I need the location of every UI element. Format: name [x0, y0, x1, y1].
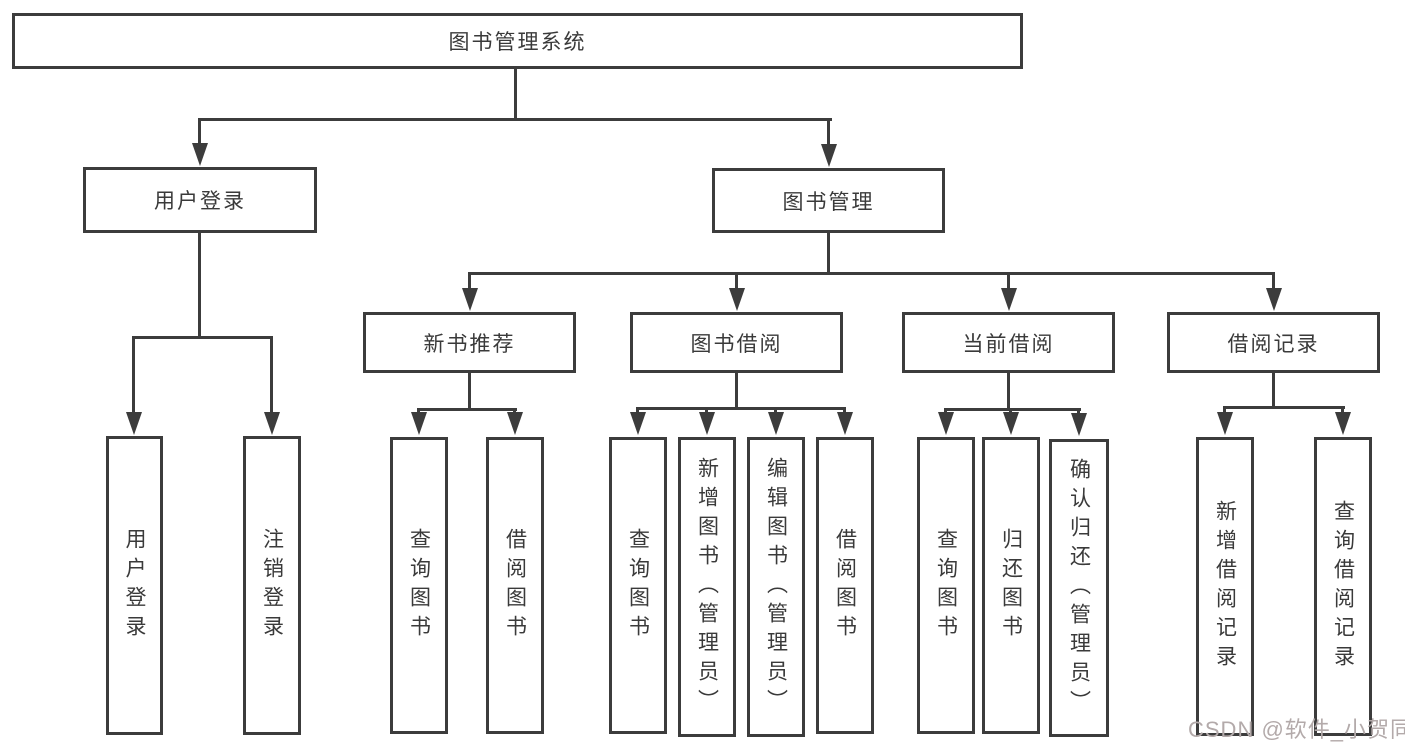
connector-arrowhead-icon	[1335, 412, 1351, 435]
connector-arrowhead-icon	[630, 412, 646, 435]
leaf-query-books-borrow: 查询图书	[609, 437, 667, 734]
connector-line	[270, 336, 273, 413]
connector-line	[827, 233, 830, 274]
node-label: 图书管理系统	[448, 31, 587, 54]
connector-line	[514, 69, 517, 120]
connector-arrowhead-icon	[1071, 413, 1087, 436]
connector-line	[1272, 272, 1275, 290]
connector-line	[1223, 406, 1345, 409]
leaf-label: 用户登录	[123, 527, 146, 644]
connector-arrowhead-icon	[1266, 288, 1282, 311]
connector-line	[1077, 408, 1080, 414]
connector-arrowhead-icon	[938, 412, 954, 435]
connector-line	[132, 336, 273, 339]
connector-line	[705, 407, 708, 414]
node-label: 图书管理	[782, 190, 875, 214]
leaf-query-books-current: 查询图书	[917, 437, 975, 734]
leaf-logout: 注销登录	[243, 436, 301, 735]
connector-line	[513, 408, 516, 414]
leaf-borrow-books-recommend: 借阅图书	[486, 437, 544, 734]
leaf-borrow-books: 借阅图书	[816, 437, 874, 734]
node-new-book-recommendation: 新书推荐	[363, 312, 576, 373]
leaf-add-book-admin: 新增图书（管理员）	[678, 437, 736, 737]
connector-line	[1272, 373, 1275, 408]
connector-line	[843, 407, 846, 414]
connector-line	[417, 408, 420, 414]
leaf-query-books-recommend: 查询图书	[390, 437, 448, 734]
connector-line	[735, 373, 738, 409]
connector-line	[468, 272, 471, 290]
leaf-label: 编辑图书（管理员）	[764, 456, 788, 718]
watermark: CSDN @软件_小贺同学	[1188, 717, 1405, 742]
connector-arrowhead-icon	[264, 412, 280, 435]
leaf-edit-book-admin: 编辑图书（管理员）	[747, 437, 805, 737]
connector-line	[636, 407, 639, 414]
leaf-label: 借阅图书	[833, 527, 857, 644]
connector-arrowhead-icon	[768, 412, 784, 435]
connector-line	[468, 373, 471, 410]
node-borrowing-records: 借阅记录	[1167, 312, 1380, 373]
node-label: 借阅记录	[1227, 332, 1320, 356]
leaf-user-login: 用户登录	[106, 436, 163, 735]
connector-arrowhead-icon	[729, 288, 745, 311]
node-user-login: 用户登录	[83, 167, 317, 233]
connector-arrowhead-icon	[507, 412, 523, 435]
leaf-query-borrow-record: 查询借阅记录	[1314, 437, 1372, 736]
node-label: 图书借阅	[690, 332, 783, 356]
connector-line	[198, 233, 201, 338]
connector-line	[735, 272, 738, 290]
connector-line	[417, 408, 517, 411]
leaf-label: 借阅图书	[503, 527, 527, 644]
connector-line	[944, 408, 947, 414]
leaf-label: 注销登录	[260, 527, 284, 644]
leaf-label: 归还图书	[999, 527, 1023, 644]
connector-line	[636, 407, 846, 410]
connector-arrowhead-icon	[837, 412, 853, 435]
connector-line	[132, 336, 135, 413]
leaf-label: 查询图书	[407, 527, 431, 644]
connector-line	[944, 408, 1081, 411]
leaf-label: 新增图书（管理员）	[695, 456, 719, 718]
leaf-label: 查询图书	[626, 527, 650, 644]
connector-line	[1223, 406, 1226, 414]
node-library-management-system: 图书管理系统	[12, 13, 1023, 69]
leaf-return-books: 归还图书	[982, 437, 1040, 734]
connector-arrowhead-icon	[411, 412, 427, 435]
leaf-label: 确认归还（管理员）	[1067, 457, 1091, 719]
node-label: 新书推荐	[423, 332, 516, 356]
connector-line	[1009, 408, 1012, 414]
leaf-add-borrow-record: 新增借阅记录	[1196, 437, 1254, 736]
connector-arrowhead-icon	[699, 412, 715, 435]
connector-arrowhead-icon	[126, 412, 142, 435]
connector-line	[198, 118, 832, 121]
connector-line	[468, 272, 1275, 275]
connector-arrowhead-icon	[462, 288, 478, 311]
connector-line	[774, 407, 777, 414]
leaf-label: 新增借阅记录	[1213, 499, 1237, 674]
connector-line	[1007, 373, 1010, 410]
connector-arrowhead-icon	[1003, 412, 1019, 435]
leaf-label: 查询图书	[934, 527, 958, 644]
connector-line	[1341, 406, 1344, 414]
leaf-confirm-return-admin: 确认归还（管理员）	[1049, 439, 1109, 737]
connector-line	[1007, 272, 1010, 290]
connector-arrowhead-icon	[821, 144, 837, 167]
leaf-label: 查询借阅记录	[1331, 499, 1355, 674]
connector-line	[827, 118, 830, 146]
node-book-management: 图书管理	[712, 168, 945, 233]
node-current-borrowing: 当前借阅	[902, 312, 1115, 373]
node-label: 当前借阅	[962, 332, 1055, 356]
connector-arrowhead-icon	[1217, 412, 1233, 435]
node-label: 用户登录	[154, 190, 246, 213]
connector-line	[198, 118, 201, 146]
connector-arrowhead-icon	[1001, 288, 1017, 311]
node-book-borrowing: 图书借阅	[630, 312, 843, 373]
connector-arrowhead-icon	[192, 143, 208, 166]
